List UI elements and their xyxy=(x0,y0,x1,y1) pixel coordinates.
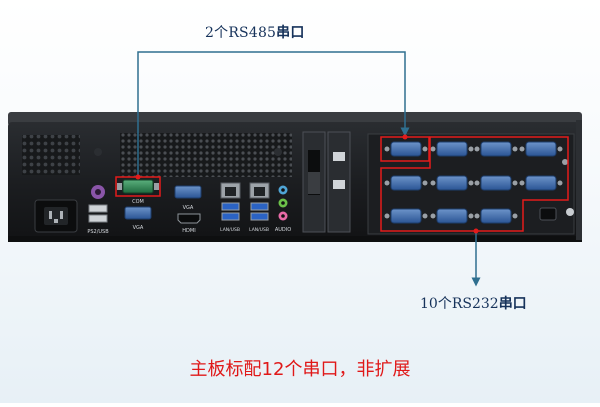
rs232-highlight-box xyxy=(380,136,569,232)
hdmi-port: HDMI xyxy=(177,213,201,234)
rs232-port xyxy=(384,208,428,224)
rs232-port xyxy=(430,141,474,157)
caption: 主板标配12个串口，非扩展 xyxy=(189,359,411,380)
lan-usb-label-1: LAN/USB xyxy=(220,227,240,233)
vga-port-1: VGA xyxy=(124,206,152,231)
lan-usb-1: LAN/USB xyxy=(220,182,241,233)
rs485-iface: RS485 xyxy=(228,25,277,41)
vga-label-bottom: VGA xyxy=(133,225,144,231)
rs232-port xyxy=(474,175,518,191)
lan-usb-label-2: LAN/USB xyxy=(249,227,269,233)
power-inlet xyxy=(34,199,78,233)
rs232-annotation: 10个RS232串口 xyxy=(420,293,527,313)
ps2-usb-block: PS2/USB xyxy=(87,185,109,235)
rs485-callout-lines xyxy=(135,51,410,180)
audio-label: AUDIO xyxy=(275,227,291,233)
audio-jacks: AUDIO xyxy=(275,185,291,233)
lan-usb-2: LAN/USB xyxy=(249,182,270,233)
vga-label-top: VGA xyxy=(183,205,194,211)
rs232-port xyxy=(384,175,428,191)
rs232-suffix: 串口 xyxy=(498,296,527,312)
rs485-annotation: 2个RS485串口 xyxy=(205,22,305,42)
rs232-port xyxy=(519,141,563,157)
rs232-callout-line xyxy=(471,228,481,287)
rs232-iface: RS232 xyxy=(451,296,499,312)
com-label: COM xyxy=(132,199,144,205)
fan-vent-top xyxy=(120,133,292,177)
fan-vent-left xyxy=(22,135,80,175)
screw-icon xyxy=(274,148,282,156)
rs232-port xyxy=(430,175,474,191)
rs232-port xyxy=(474,141,518,157)
rs485-count: 2个 xyxy=(205,25,229,41)
rs485-card-port xyxy=(384,141,428,157)
rs485-suffix: 串口 xyxy=(276,25,305,41)
screw-icon xyxy=(94,148,102,156)
ps2-usb-label: PS2/USB xyxy=(87,229,109,235)
vga-port-2: VGA xyxy=(174,185,202,211)
expansion-slots xyxy=(302,131,351,233)
rs232-port xyxy=(519,175,563,191)
com-port: COM xyxy=(117,179,159,205)
hdmi-label: HDMI xyxy=(182,228,195,234)
rs232-count: 10个 xyxy=(420,296,452,312)
rs232-port xyxy=(474,208,518,224)
rs232-port xyxy=(430,208,474,224)
